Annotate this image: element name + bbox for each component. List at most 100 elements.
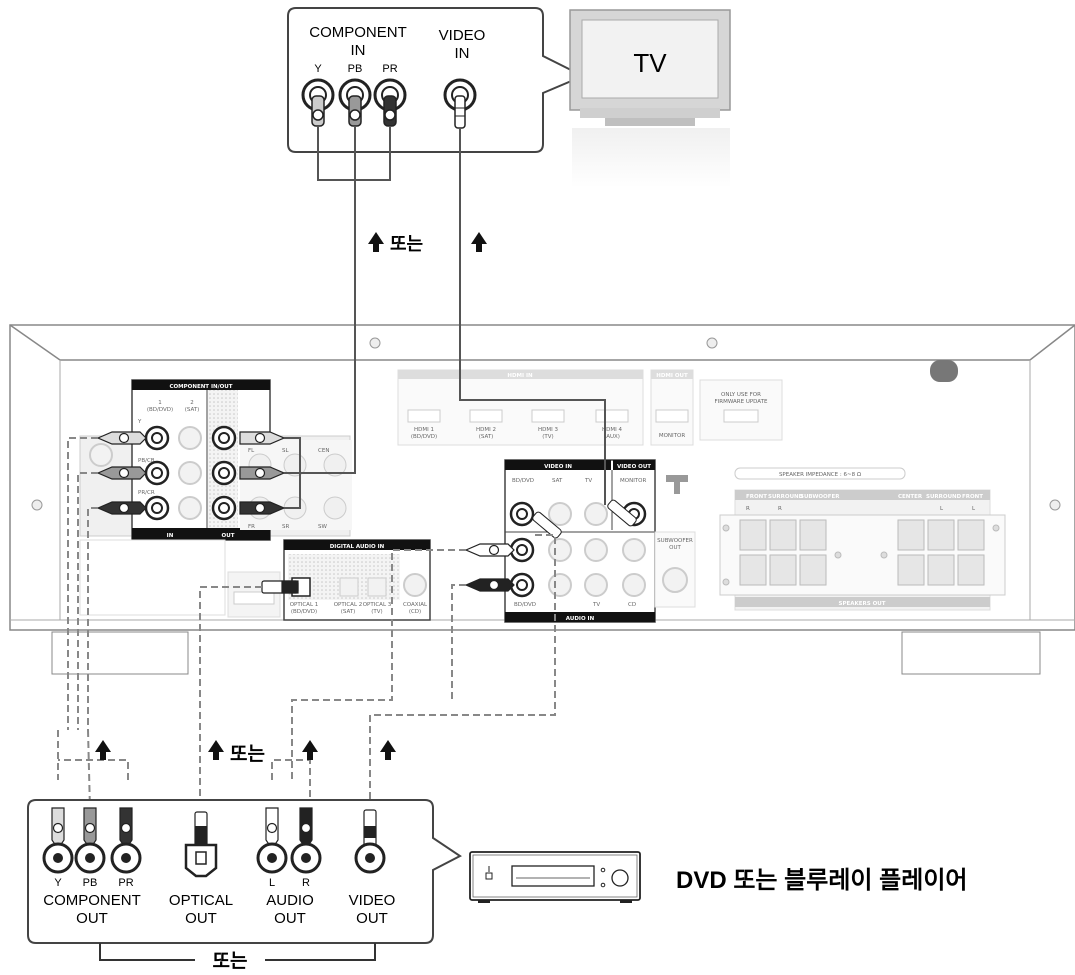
component-in2-sub: (SAT)	[185, 407, 200, 413]
video-out-label-1: VIDEO	[349, 892, 396, 909]
component-out-label: OUT	[222, 533, 235, 539]
video-in-title: VIDEO IN	[544, 464, 572, 470]
up-arrow-icon	[302, 740, 318, 760]
optical-out-label-2: OUT	[185, 910, 217, 927]
speaker-terminals: SPEAKER IMPEDANCE : 6~8 Ω FRONT SURROUND…	[719, 467, 1006, 611]
audio-in-title: AUDIO IN	[566, 616, 595, 622]
optical1-label: OPTICAL 1	[290, 602, 319, 608]
tv-video-in-label-1: VIDEO	[439, 27, 486, 44]
speaker-impedance: SPEAKER IMPEDANCE : 6~8 Ω	[779, 472, 861, 478]
optical1-sub: (BD/DVD)	[291, 609, 317, 615]
video-audio-jacks	[509, 501, 647, 598]
video-sat-label: SAT	[552, 478, 563, 484]
digital-audio-title: DIGITAL AUDIO IN	[330, 544, 385, 550]
hdmi1-sub: (BD/DVD)	[411, 434, 437, 440]
optical2-sub: (SAT)	[341, 609, 356, 615]
speaker-sub-r2: R	[778, 506, 782, 512]
speaker-header-surround-r: SURROUND	[926, 494, 962, 500]
up-arrow-icon	[208, 740, 224, 760]
up-arrow-icon	[380, 740, 396, 760]
receiver-component-jacks	[89, 425, 237, 521]
audio-bddvd-label: BD/DVD	[514, 602, 536, 608]
player-jack-l: L	[269, 877, 275, 889]
top-or-text: 또는	[390, 234, 423, 254]
audio-in-plugs	[464, 543, 515, 592]
preout-cen: CEN	[318, 448, 329, 454]
tv-component-in-label-2: IN	[351, 42, 366, 59]
player-jack-r: R	[302, 877, 310, 889]
tv-jack-pr-label: PR	[382, 63, 397, 75]
bracket-or-text: 또는	[213, 950, 248, 972]
up-arrow-icon	[95, 740, 111, 760]
video-plugs	[532, 499, 637, 539]
subwoofer-out-label-1: SUBWOOFER	[657, 538, 693, 544]
preout-sw: SW	[318, 524, 327, 530]
hdmi4-label: HDMI 4	[602, 427, 622, 433]
component-in1-sub: (BD/DVD)	[147, 407, 173, 413]
player-jack-pr: PR	[118, 877, 133, 889]
player-output-callout: Y PB PR L R COMPONENT OUT OPTICAL OUT AU…	[27, 799, 462, 944]
component-out-label-2: OUT	[76, 910, 108, 927]
component-out-plugs	[239, 431, 286, 515]
up-arrow-icon	[368, 232, 384, 252]
optical-out-label-1: OPTICAL	[169, 892, 233, 909]
coaxial-label: COAXIAL	[403, 602, 428, 608]
speaker-sub-l2: L	[972, 506, 976, 512]
hdmi-monitor-label: MONITOR	[659, 433, 685, 439]
component-pr-label: PR/CR	[138, 490, 155, 496]
player-name: DVD 또는 블루레이 플레이어	[676, 867, 967, 894]
hdmi-out-title: HDMI OUT	[656, 373, 688, 379]
audio-out-label-2: OUT	[274, 910, 306, 927]
subwoofer-out-label-2: OUT	[669, 545, 681, 551]
hdmi-in-panel: HDMI IN HDMI 1 (BD/DVD) HDMI 2 (SAT) HDM…	[397, 369, 783, 446]
video-monitor-label: MONITOR	[620, 478, 646, 484]
preout-jacks: FL SL CEN FR SR SW	[240, 440, 352, 530]
video-bddvd-label: BD/DVD	[512, 478, 534, 484]
optical-plug	[261, 580, 299, 594]
hdmi2-label: HDMI 2	[476, 427, 496, 433]
hdmi4-sub: (AUX)	[604, 434, 620, 440]
cables	[57, 128, 606, 811]
bottom-bracket: 또는	[99, 943, 376, 972]
player-jack-y: Y	[54, 877, 62, 889]
dvd-player-illustration	[469, 851, 641, 903]
speaker-header-front-r: FRONT	[962, 494, 983, 500]
speaker-header-subwoofer: SUBWOOFER	[800, 494, 840, 500]
video-audio-panel: VIDEO IN VIDEO OUT AUDIO IN BD/DVD SAT T…	[464, 459, 696, 623]
preout-sl: SL	[282, 448, 289, 454]
bottom-or-text: 또는	[230, 743, 265, 765]
hdmi-in-title: HDMI IN	[507, 373, 533, 379]
preout-fr: FR	[248, 524, 255, 530]
tv-illustration: TV	[569, 9, 731, 188]
tv-video-in-label-2: IN	[455, 45, 470, 62]
speaker-header-front: FRONT	[746, 494, 767, 500]
component-y-label: Y	[137, 419, 142, 425]
player-jack-pb: PB	[83, 877, 98, 889]
tv-jack-y-label: Y	[314, 63, 322, 75]
hdmi3-label: HDMI 3	[538, 427, 558, 433]
component-panel-title: COMPONENT IN/OUT	[169, 384, 232, 390]
hdmi1-label: HDMI 1	[414, 427, 434, 433]
optical2-label: OPTICAL 2	[334, 602, 363, 608]
tv-video-plug	[454, 95, 466, 129]
tv-jack-pb-label: PB	[348, 63, 363, 75]
video-tv-label: TV	[584, 478, 592, 484]
component-in-plugs	[96, 431, 147, 515]
speaker-header-surround: SURROUND	[768, 494, 804, 500]
preout-sr: SR	[282, 524, 289, 530]
firmware-label-2: FIRMWARE UPDATE	[715, 399, 768, 405]
component-out-label-1: COMPONENT	[43, 892, 141, 909]
component-in1-label: 1	[158, 400, 162, 406]
component-panel: COMPONENT IN/OUT IN OUT 1 (BD/DVD) 2 (SA…	[79, 379, 352, 541]
player-audio-plugs	[265, 807, 313, 847]
preout-fl: FL	[248, 448, 255, 454]
tv-component-in-label-1: COMPONENT	[309, 24, 407, 41]
speakers-out-label: SPEAKERS OUT	[838, 601, 885, 607]
tv-input-callout: COMPONENT IN VIDEO IN Y PB PR	[287, 7, 586, 181]
bottom-or-indicators: 또는	[95, 740, 396, 765]
hdmi3-sub: (TV)	[542, 434, 553, 440]
audio-out-label-1: AUDIO	[266, 892, 314, 909]
speaker-sub-r1: R	[746, 506, 750, 512]
video-out-title: VIDEO OUT	[617, 464, 651, 470]
tv-label: TV	[633, 48, 667, 78]
